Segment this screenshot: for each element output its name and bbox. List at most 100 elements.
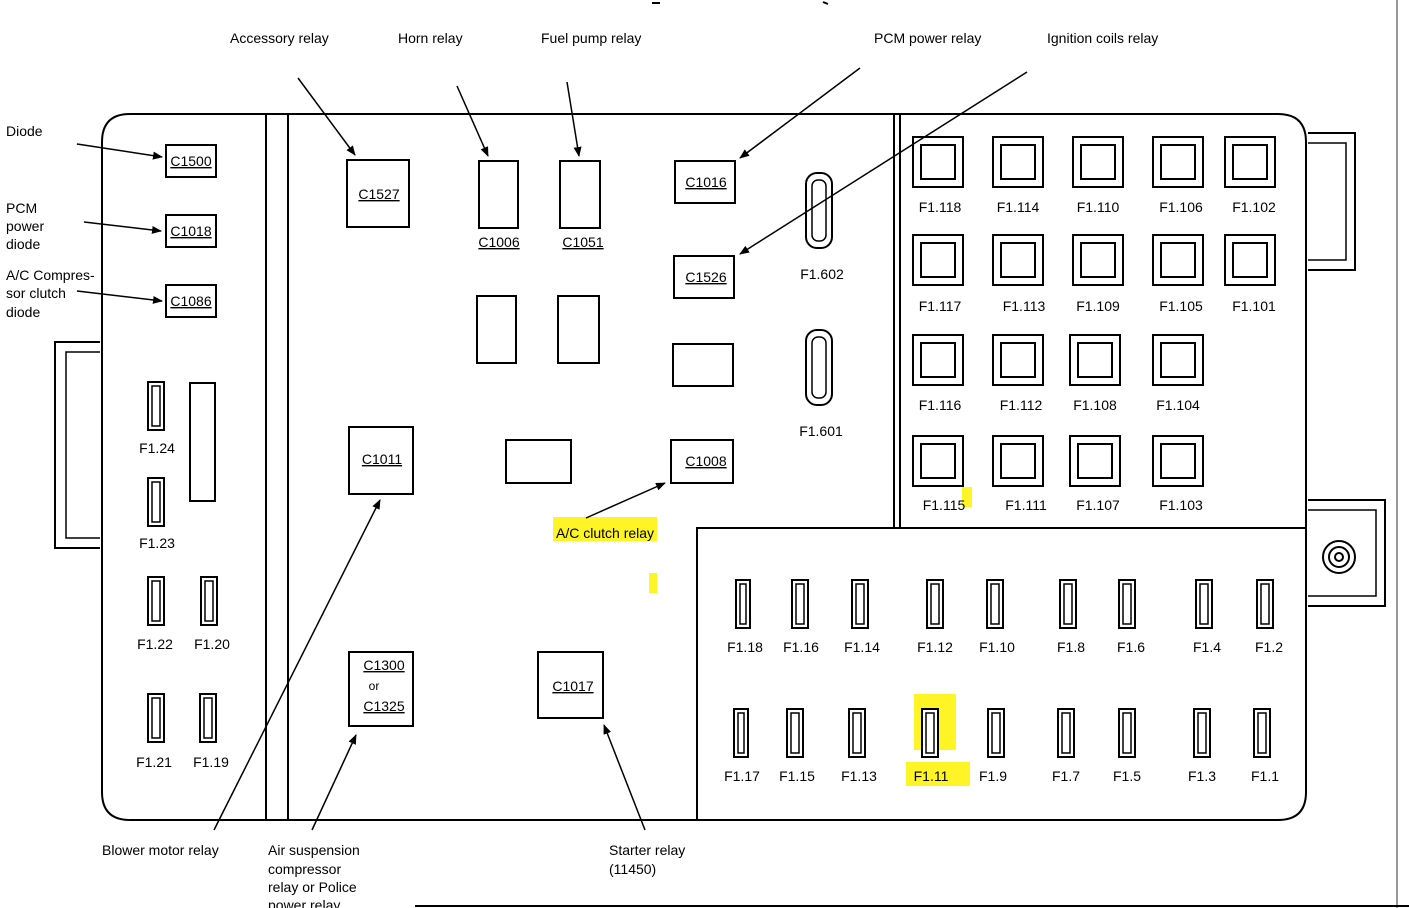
leader-arrows [76,67,1028,831]
fuse-label-f1-23: F1.23 [139,535,175,551]
label-pcm-power-diode-2: power [6,218,44,234]
fuse-label-f1-108: F1.108 [1073,397,1117,413]
fuse-label-f1-22: F1.22 [137,636,173,652]
relay-c1526 [673,255,735,299]
maxi-fuse-f1-107 [1069,435,1121,487]
relay-c1016 [674,160,736,204]
left-mount-tab [54,341,100,549]
relay-unlabeled-1 [476,295,517,364]
fuse-shapes [147,136,1276,758]
mini-fuse-f1-9 [987,708,1005,758]
code-c1008: C1008 [685,453,726,469]
maxi-fuse-f1-106 [1152,136,1204,188]
maxi-fuse-f1-111 [992,435,1044,487]
arrow-air-suspension-relay [311,734,357,831]
code-c1086: C1086 [170,293,211,309]
fuse-label-f1-11: F1.11 [914,768,949,784]
fuse-label-f1-115: F1.115 [923,497,966,513]
fuse-f1-601-body [805,329,833,406]
code-c1018: C1018 [170,223,211,239]
fuse-label-f1-601: F1.601 [799,423,843,439]
fuse-label-f1-20: F1.20 [194,636,230,652]
left-column-block [189,382,216,502]
label-ac-diode-3: diode [6,304,40,320]
maxi-fuse-f1-112 [992,334,1044,386]
fuse-label-f1-105: F1.105 [1159,298,1203,314]
fuse-label-f1-102: F1.102 [1232,199,1276,215]
label-pcm-power-relay: PCM power relay [874,30,981,46]
fuse-label-f1-117: F1.117 [919,298,962,314]
label-accessory-relay: Accessory relay [230,30,329,46]
mini-fuse-f1-10 [986,579,1004,629]
mini-fuse-f1-5 [1118,708,1136,758]
label-pcm-power-diode-3: diode [6,236,40,252]
fuse-label-f1-111: F1.111 [1005,497,1047,513]
label-starter-relay-2: (11450) [609,861,656,877]
label-air-suspension-4: power relay [268,897,340,908]
mini-fuse-f1-12 [926,579,944,629]
fuse-label-f1-21: F1.21 [136,754,172,770]
relay-c1086 [165,284,217,318]
mini-fuse-f1-2 [1256,579,1274,629]
fuse-label-f1-7: F1.7 [1052,768,1080,784]
fuse-label-f1-112: F1.112 [1000,397,1043,413]
maxi-fuse-f1-104 [1152,334,1204,386]
arrow-diode [76,143,163,160]
relay-c1527 [346,159,410,228]
mini-fuse-f1-20 [200,576,218,626]
highlight-mark-small [649,573,657,593]
arrow-ac-compressor-diode [76,290,163,304]
relay-c1008 [670,439,734,484]
code-c1526: C1526 [685,269,726,285]
maxi-fuse-f1-110 [1072,136,1124,188]
mini-fuse-f1-11 [921,708,939,758]
mini-fuse-f1-7 [1057,708,1075,758]
mini-fuse-f1-24 [147,381,165,431]
relay-unlabeled-4 [505,439,572,484]
mini-fuse-f1-16 [791,579,809,629]
relay-unlabeled-2 [557,295,600,364]
relay-c1051 [559,160,601,229]
fuse-label-f1-602: F1.602 [800,266,844,282]
connector-labels: C1500 C1018 C1086 C1527 C1006 C1051 C101… [170,153,726,714]
fuse-label-f1-118: F1.118 [919,199,962,215]
fuse-label-f1-4: F1.4 [1193,639,1221,655]
relay-c1500 [165,144,217,178]
label-pcm-power-diode-1: PCM [6,200,37,216]
fuse-label-f1-2: F1.2 [1255,639,1283,655]
maxi-fuse-f1-118 [912,136,964,188]
relay-c1300-c1325 [348,651,414,727]
arrow-horn-relay [456,85,489,157]
fuse-label-f1-106: F1.106 [1159,199,1203,215]
highlight-label-f1-11 [906,762,970,786]
mini-fuse-f1-13 [848,708,866,758]
label-ac-clutch-relay: A/C clutch relay [556,525,654,541]
mini-fuse-panel [696,527,1306,820]
maxi-fuse-f1-102 [1224,136,1276,188]
code-or: or [369,679,380,693]
midi-fuses [805,172,833,406]
mini-fuse-f1-14 [851,579,869,629]
fuse-box-housing [54,0,1409,908]
label-horn-relay: Horn relay [398,30,463,46]
code-c1300: C1300 [363,657,404,673]
arrow-starter-relay [603,724,646,831]
arrow-fuel-pump-relay [566,81,582,157]
code-c1500: C1500 [170,153,211,169]
fuse-label-f1-109: F1.109 [1076,298,1120,314]
maxi-fuse-f1-101 [1224,234,1276,286]
maxi-fuse-f1-113 [992,234,1044,286]
mini-fuse-f1-23 [147,477,165,527]
maxi-fuse-f1-108 [1069,334,1121,386]
arrow-ignition-coils-relay [739,71,1028,255]
highlight-mark-f1-115 [962,487,972,507]
arrow-blower-motor-relay [213,499,381,831]
fuse-label-f1-14: F1.14 [844,639,880,655]
mini-fuse-f1-21 [147,693,165,743]
arrow-accessory-relay [297,77,356,156]
label-air-suspension-1: Air suspension [268,842,360,858]
maxi-fuse-f1-105 [1152,234,1204,286]
fuse-label-f1-13: F1.13 [841,768,877,784]
fuse-label-f1-12: F1.12 [917,639,953,655]
